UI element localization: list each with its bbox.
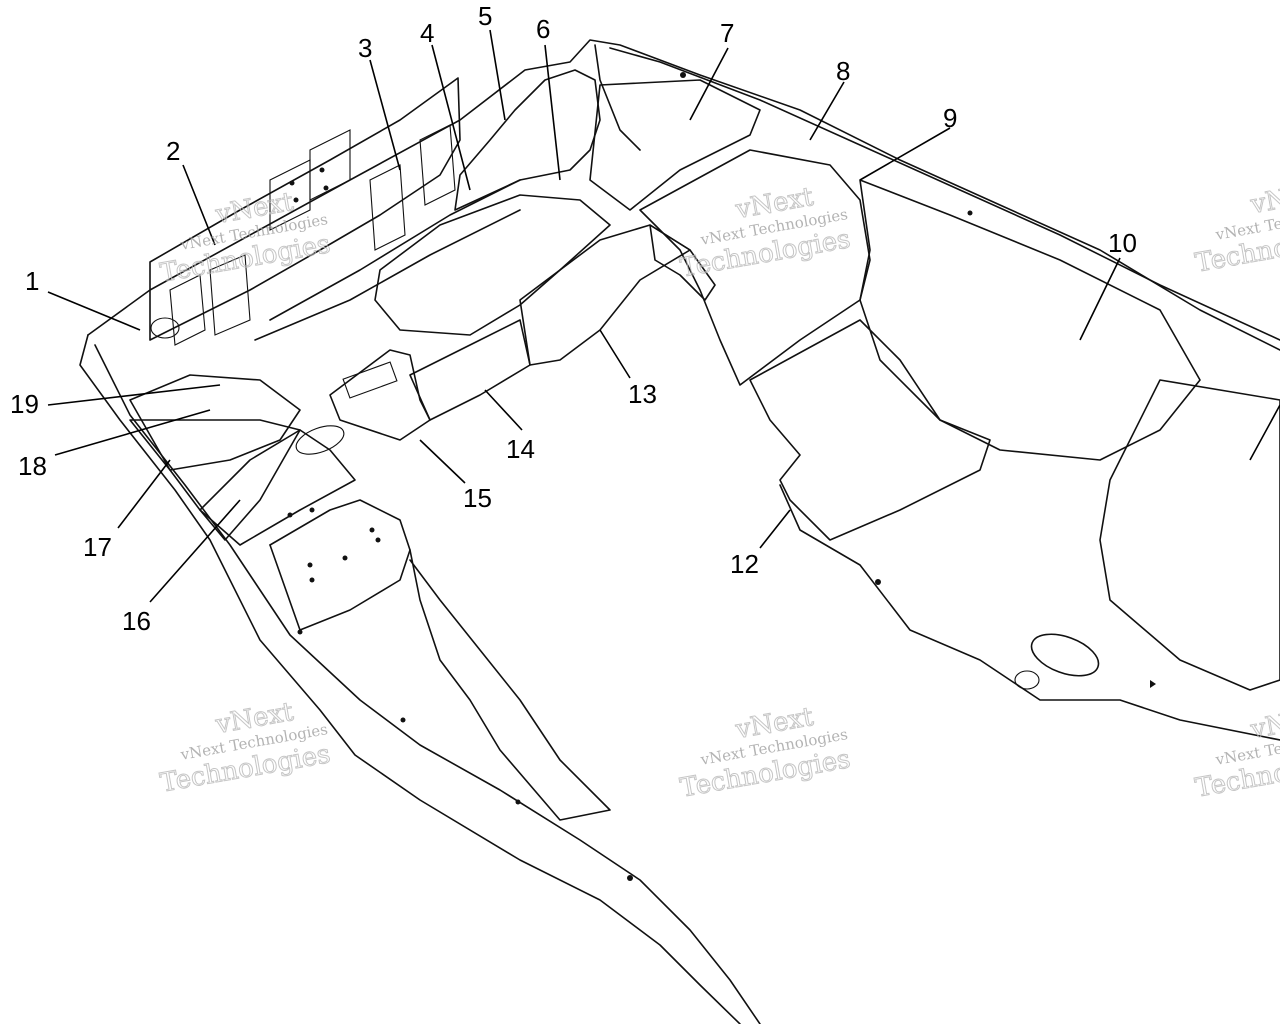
callout-10: 10	[1108, 228, 1137, 258]
callout-12: 12	[730, 549, 759, 579]
callout-16: 16	[122, 606, 151, 636]
watermark-word: vNext	[1248, 702, 1280, 745]
left-floor-panels	[129, 72, 973, 881]
callout-14: 14	[506, 434, 535, 464]
center-crossmember	[329, 224, 716, 441]
callout-19: 19	[10, 389, 39, 419]
callout-18: 18	[18, 451, 47, 481]
watermark-word: vNext	[1248, 177, 1280, 220]
callout-4: 4	[420, 18, 434, 48]
callout-7: 7	[720, 18, 734, 48]
front-right-panel	[589, 79, 1280, 691]
callout-1: 1	[25, 266, 39, 296]
callout-numbers: 1 2 3 4 5 6 7 8 9 10 12 13 14 15 16 17 1…	[10, 1, 1137, 636]
floor-pan-outline	[79, 39, 1280, 1024]
callout-2: 2	[166, 136, 180, 166]
callout-8: 8	[836, 56, 850, 86]
callout-3: 3	[358, 33, 372, 63]
callout-6: 6	[536, 14, 550, 44]
right-rear-panel	[749, 319, 1280, 741]
callout-5: 5	[478, 1, 492, 31]
callout-leaders	[47, 29, 1280, 603]
callout-17: 17	[83, 532, 112, 562]
center-tunnel	[254, 69, 611, 341]
callout-9: 9	[943, 103, 957, 133]
firewall-panel	[149, 77, 461, 346]
callout-15: 15	[463, 483, 492, 513]
callout-13: 13	[628, 379, 657, 409]
